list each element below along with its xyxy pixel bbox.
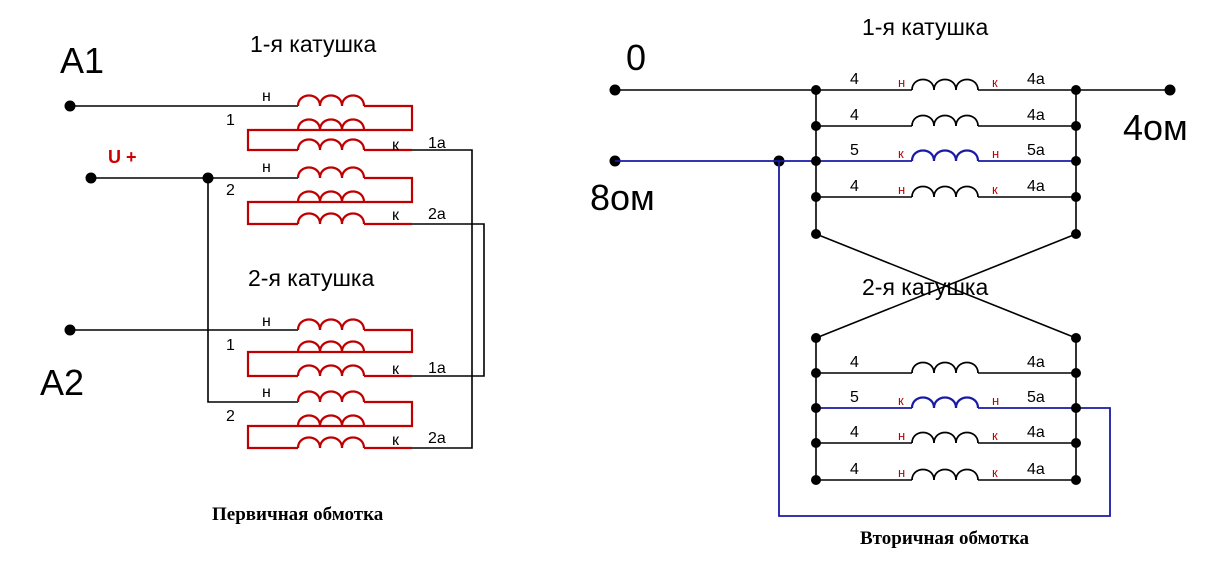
secondary-coil1-title: 1-я катушка: [862, 14, 988, 40]
coil-winding: [910, 396, 980, 409]
start-mark-label: н: [262, 88, 271, 105]
coil-winding: [911, 468, 979, 481]
coil-winding: [911, 78, 979, 91]
primary-coil1-title: 1-я катушка: [250, 31, 376, 57]
node: [811, 229, 821, 239]
terminal-8om-label: 8ом: [590, 177, 655, 218]
primary-coil2-title: 2-я катушка: [248, 265, 374, 291]
coil-mark-right: к: [992, 428, 998, 443]
coil-mark-left: н: [898, 75, 905, 90]
coil-mark-left: к: [898, 393, 904, 408]
secondary-caption: Вторичная обмотка: [860, 528, 1030, 549]
tap-right-label: 4а: [1027, 178, 1045, 195]
tap-right-label: 4а: [1027, 424, 1045, 441]
blue-return-wire: [778, 161, 1111, 517]
end-mark-label: к: [392, 361, 400, 378]
tap-left-label: 4: [850, 461, 859, 478]
tap-2-label: 2: [226, 408, 235, 425]
terminal-0-label: 0: [626, 37, 646, 78]
primary-coil2-section1: [246, 318, 414, 378]
coil-mark-right: н: [992, 146, 999, 161]
primary-coil1-section2: [246, 166, 414, 226]
tap-1-label: 1: [226, 337, 235, 354]
coil-mark-left: н: [898, 465, 905, 480]
tap-left-label: 4: [850, 71, 859, 88]
tap-right-label: 4а: [1027, 107, 1045, 124]
terminal-a1-label: A1: [60, 40, 104, 81]
tap-right-label: 4а: [1027, 461, 1045, 478]
end-mark-label: к: [392, 207, 400, 224]
tap-2a-label: 2а: [428, 430, 446, 447]
start-mark-label: н: [262, 384, 271, 401]
node: [811, 156, 821, 166]
coil-mark-left: н: [898, 428, 905, 443]
node: [811, 85, 821, 95]
node: [1071, 438, 1081, 448]
node: [1071, 368, 1081, 378]
terminal-4om-label: 4ом: [1123, 107, 1188, 148]
tap-2a-label: 2а: [428, 206, 446, 223]
coil-winding: [911, 114, 979, 127]
coil-winding: [911, 185, 979, 198]
tap-right-label: 4а: [1027, 71, 1045, 88]
coil-mark-right: к: [992, 75, 998, 90]
primary-winding: A1 A2 U + 1-я катушка 2-я катушка: [40, 31, 485, 525]
node: [811, 368, 821, 378]
end-mark-label: к: [392, 137, 400, 154]
node: [811, 192, 821, 202]
node: [1071, 475, 1081, 485]
tap-left-label: 4: [850, 178, 859, 195]
tap-left-label: 4: [850, 354, 859, 371]
terminal-a2-label: A2: [40, 362, 84, 403]
node: [1071, 85, 1081, 95]
node: [811, 121, 821, 131]
secondary-rows: 4 4а н к 4 4а 5 5а к н 4 4а н к 4 4а 5 5а к н 4 4а н к 4 4а н к: [811, 71, 1081, 485]
node: [811, 438, 821, 448]
tap-right-label: 4а: [1027, 354, 1045, 371]
tap-1-label: 1: [226, 112, 235, 129]
coil-mark-right: к: [992, 465, 998, 480]
node: [1071, 121, 1081, 131]
coil-mark-left: н: [898, 182, 905, 197]
cross-wires: [815, 233, 1077, 339]
primary-coil1-section1: [246, 94, 414, 152]
tap-1a-label: 1а: [428, 135, 446, 152]
tap-right-label: 5а: [1027, 142, 1045, 159]
tap-right-label: 5а: [1027, 389, 1045, 406]
supply-label: U +: [108, 147, 137, 167]
coil-mark-right: н: [992, 393, 999, 408]
coil-mark-right: к: [992, 182, 998, 197]
coil-winding: [911, 361, 979, 374]
node: [811, 475, 821, 485]
tap-2-label: 2: [226, 182, 235, 199]
start-mark-label: н: [262, 159, 271, 176]
primary-coil2-section2: [246, 390, 414, 450]
output-wire-1a-2a: [412, 149, 473, 449]
tap-left-label: 4: [850, 424, 859, 441]
primary-caption: Первичная обмотка: [212, 504, 384, 525]
coil-winding: [910, 149, 980, 162]
coil-winding: [911, 431, 979, 444]
node: [1071, 403, 1081, 413]
node: [1071, 229, 1081, 239]
tap-left-label: 5: [850, 142, 859, 159]
node: [811, 403, 821, 413]
coil-mark-left: к: [898, 146, 904, 161]
output-wire-2a-1a: [412, 223, 485, 377]
u-plus-down-wire: [207, 178, 298, 403]
tap-1a-label: 1а: [428, 360, 446, 377]
node: [1071, 192, 1081, 202]
tap-left-label: 5: [850, 389, 859, 406]
node: [1071, 156, 1081, 166]
start-mark-label: н: [262, 313, 271, 330]
tap-left-label: 4: [850, 107, 859, 124]
end-mark-label: к: [392, 432, 400, 449]
